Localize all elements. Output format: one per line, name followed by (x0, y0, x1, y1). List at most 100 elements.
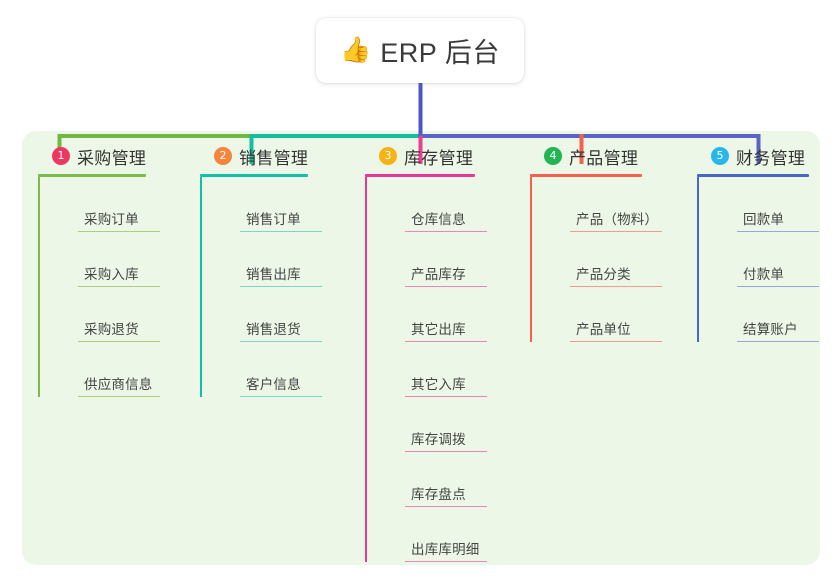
leaf-item-label: 库存调拨 (411, 432, 466, 447)
column-title: 财务管理 (736, 148, 806, 168)
column-title: 产品管理 (569, 148, 639, 168)
column-trunk-line (38, 177, 40, 397)
column-title: 销售管理 (239, 148, 309, 168)
leaf-item-rule (570, 340, 662, 342)
leaf-item[interactable]: 结算账户 (737, 287, 819, 342)
leaf-item-label: 采购订单 (84, 212, 139, 227)
leaf-item-label: 销售订单 (246, 212, 301, 227)
leaf-item-rule (78, 395, 160, 397)
column-items: 采购订单采购入库采购退货供应商信息 (38, 177, 160, 397)
column-trunk-line (200, 177, 202, 397)
column-badge-icon: 3 (379, 147, 397, 165)
leaf-item-rule (240, 285, 322, 287)
leaf-item-rule (240, 340, 322, 342)
leaf-item-rule (78, 340, 160, 342)
leaf-item-label: 库存盘点 (411, 487, 466, 502)
leaf-item-label: 回款单 (743, 212, 785, 227)
leaf-item-rule (240, 395, 322, 397)
column-1: 1 采购管理采购订单采购入库采购退货供应商信息 (38, 143, 160, 397)
column-items: 产品（物料） 产品分类产品单位 (530, 177, 662, 342)
leaf-item[interactable]: 库存调拨 (405, 397, 487, 452)
leaf-item[interactable]: 采购退货 (78, 287, 160, 342)
leaf-item-rule (570, 285, 662, 287)
leaf-item-rule (405, 285, 487, 287)
column-4: 4 产品管理产品（物料） 产品分类产品单位 (530, 143, 662, 342)
leaf-item-label: 供应商信息 (84, 377, 153, 392)
leaf-item-label: 产品单位 (576, 322, 631, 337)
leaf-item[interactable]: 产品库存 (405, 232, 487, 287)
column-header-5[interactable]: 5 财务管理 (697, 143, 809, 169)
column-items: 销售订单销售出库销售退货客户信息 (200, 177, 322, 397)
leaf-item[interactable]: 供应商信息 (78, 342, 160, 397)
leaf-item[interactable]: 采购订单 (78, 177, 160, 232)
leaf-item-label: 付款单 (743, 267, 785, 282)
leaf-item-rule (405, 560, 487, 562)
root-node-title: ERP 后台 (380, 38, 500, 68)
leaf-item-rule (405, 340, 487, 342)
root-node-card[interactable]: 👍 ERP 后台 (316, 18, 524, 83)
leaf-item-rule (737, 340, 819, 342)
leaf-item[interactable]: 仓库信息 (405, 177, 487, 232)
leaf-item-rule (405, 395, 487, 397)
column-header-rule (530, 174, 642, 177)
leaf-item-rule (240, 230, 322, 232)
column-header-4[interactable]: 4 产品管理 (530, 143, 658, 169)
column-badge-icon: 5 (711, 147, 729, 165)
leaf-item[interactable]: 产品单位 (570, 287, 662, 342)
leaf-item[interactable]: 出库库明细 (405, 507, 487, 562)
leaf-item[interactable]: 产品分类 (570, 232, 662, 287)
column-title: 库存管理 (404, 148, 474, 168)
leaf-item[interactable]: 销售退货 (240, 287, 322, 342)
leaf-item-label: 仓库信息 (411, 212, 466, 227)
column-items: 回款单付款单结算账户 (697, 177, 819, 342)
column-trunk-line (530, 177, 532, 342)
leaf-item-label: 产品分类 (576, 267, 631, 282)
column-title: 采购管理 (77, 148, 147, 168)
leaf-item-label: 销售出库 (246, 267, 301, 282)
leaf-item-rule (405, 230, 487, 232)
column-badge-icon: 1 (52, 147, 70, 165)
leaf-item-rule (405, 450, 487, 452)
leaf-item[interactable]: 库存盘点 (405, 452, 487, 507)
column-5: 5 财务管理回款单付款单结算账户 (697, 143, 819, 342)
leaf-item-label: 采购退货 (84, 322, 139, 337)
column-items: 仓库信息产品库存其它出库其它入库库存调拨库存盘点出库库明细 (365, 177, 487, 562)
leaf-item[interactable]: 采购入库 (78, 232, 160, 287)
column-header-rule (38, 174, 146, 177)
leaf-item[interactable]: 客户信息 (240, 342, 322, 397)
column-badge-icon: 4 (544, 147, 562, 165)
leaf-item-label: 产品库存 (411, 267, 466, 282)
leaf-item-rule (78, 230, 160, 232)
leaf-item-rule (78, 285, 160, 287)
leaf-item-label: 其它入库 (411, 377, 466, 392)
leaf-item[interactable]: 其它入库 (405, 342, 487, 397)
leaf-item[interactable]: 付款单 (737, 232, 819, 287)
leaf-item-label: 出库库明细 (411, 542, 480, 557)
column-header-rule (697, 174, 809, 177)
leaf-item-rule (570, 230, 662, 232)
column-trunk-line (365, 177, 367, 562)
leaf-item-label: 结算账户 (743, 322, 798, 337)
leaf-item-rule (737, 285, 819, 287)
leaf-item[interactable]: 销售订单 (240, 177, 322, 232)
column-trunk-line (697, 177, 699, 342)
leaf-item-label: 采购入库 (84, 267, 139, 282)
diagram-panel (22, 131, 820, 565)
leaf-item-rule (405, 505, 487, 507)
column-header-rule (365, 174, 475, 177)
leaf-item[interactable]: 回款单 (737, 177, 819, 232)
leaf-item[interactable]: 其它出库 (405, 287, 487, 342)
column-header-1[interactable]: 1 采购管理 (38, 143, 153, 169)
leaf-item[interactable]: 产品（物料） (570, 177, 662, 232)
leaf-item-label: 其它出库 (411, 322, 466, 337)
leaf-item[interactable]: 销售出库 (240, 232, 322, 287)
leaf-item-rule (737, 230, 819, 232)
column-header-rule (200, 174, 308, 177)
column-header-3[interactable]: 3 库存管理 (365, 143, 480, 169)
column-3: 3 库存管理仓库信息产品库存其它出库其它入库库存调拨库存盘点出库库明细 (365, 143, 487, 562)
leaf-item-label: 产品（物料） (576, 212, 659, 227)
leaf-item-label: 销售退货 (246, 322, 301, 337)
